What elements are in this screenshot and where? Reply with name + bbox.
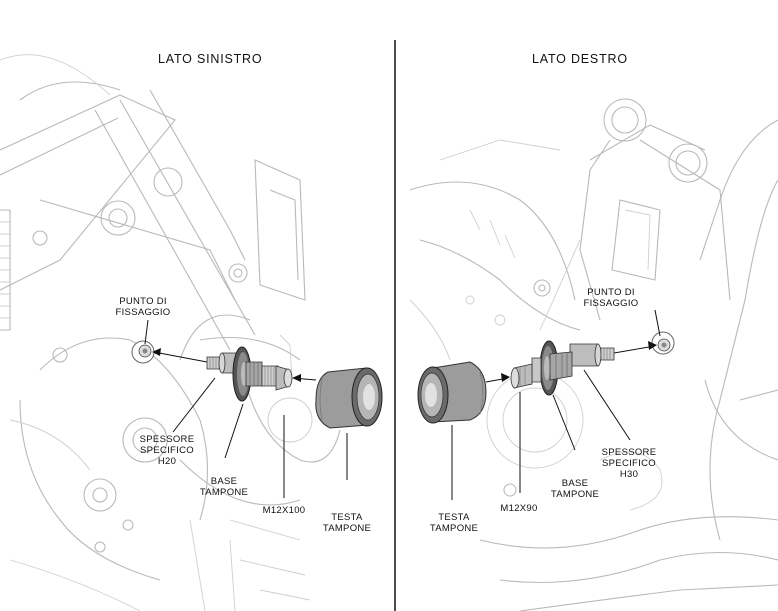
right-label-fixing-point-line1: PUNTO DI xyxy=(587,287,635,298)
right-testa-tampone xyxy=(417,361,487,424)
left-frame-outline xyxy=(0,54,341,611)
right-frame-outline xyxy=(409,98,778,611)
left-label-fixing-point-line2: FISSAGGIO xyxy=(115,307,171,318)
right-label-fixing-point-line2: FISSAGGIO xyxy=(583,298,639,309)
right-label-fixing-point: PUNTO DI FISSAGGIO xyxy=(571,287,651,309)
right-arrow-to-bolt xyxy=(501,373,510,382)
left-label-spacer-line1: SPESSORE xyxy=(139,434,195,445)
right-bolt-m12x90 xyxy=(510,363,533,389)
left-label-bolt-line1: M12X100 xyxy=(262,505,306,516)
left-label-base: BASE TAMPONE xyxy=(184,476,264,498)
left-label-fixing-point-line1: PUNTO DI xyxy=(119,296,167,307)
right-label-base-line2: TAMPONE xyxy=(550,489,600,500)
right-label-spacer-line1: SPESSORE xyxy=(601,447,657,458)
left-arrow-to-bolt xyxy=(292,374,301,382)
right-label-spacer-line3: H30 xyxy=(619,469,639,480)
right-label-head: TESTA TAMPONE xyxy=(414,512,494,534)
right-fixing-point-hole xyxy=(651,331,675,355)
left-testa-tampone xyxy=(315,367,383,429)
right-label-spacer: SPESSORE SPECIFICO H30 xyxy=(589,447,669,480)
right-base-tampone xyxy=(531,340,573,396)
right-label-base-line1: BASE xyxy=(561,478,589,489)
right-arrow-to-fixing-point xyxy=(648,341,657,350)
left-label-spacer-line3: H20 xyxy=(157,456,177,467)
left-assembly xyxy=(131,319,383,498)
right-label-base: BASE TAMPONE xyxy=(535,478,615,500)
left-panel-title: LATO SINISTRO xyxy=(158,52,263,66)
left-label-head: TESTA TAMPONE xyxy=(307,512,387,534)
left-base-tampone xyxy=(232,346,263,402)
left-bolt-m12x100 xyxy=(261,365,293,391)
left-label-head-line1: TESTA xyxy=(331,512,363,523)
right-assembly xyxy=(417,309,675,500)
right-label-head-line1: TESTA xyxy=(438,512,470,523)
left-label-head-line2: TAMPONE xyxy=(322,523,372,534)
left-label-spacer-line2: SPECIFICO xyxy=(140,445,194,456)
left-fixing-point-hole xyxy=(131,340,155,364)
left-label-bolt: M12X100 xyxy=(244,505,324,516)
left-label-fixing-point: PUNTO DI FISSAGGIO xyxy=(103,296,183,318)
left-label-base-line1: BASE xyxy=(210,476,238,487)
right-spacer-h30 xyxy=(569,343,602,367)
left-arrow-to-fixing-point xyxy=(152,348,161,356)
right-panel-title: LATO DESTRO xyxy=(532,52,628,66)
right-label-bolt-line1: M12X90 xyxy=(500,503,538,514)
right-label-spacer-line2: SPECIFICO xyxy=(602,458,656,469)
left-label-base-line2: TAMPONE xyxy=(199,487,249,498)
right-label-bolt: M12X90 xyxy=(479,503,559,514)
right-label-head-line2: TAMPONE xyxy=(429,523,479,534)
left-label-spacer: SPESSORE SPECIFICO H20 xyxy=(127,434,207,467)
